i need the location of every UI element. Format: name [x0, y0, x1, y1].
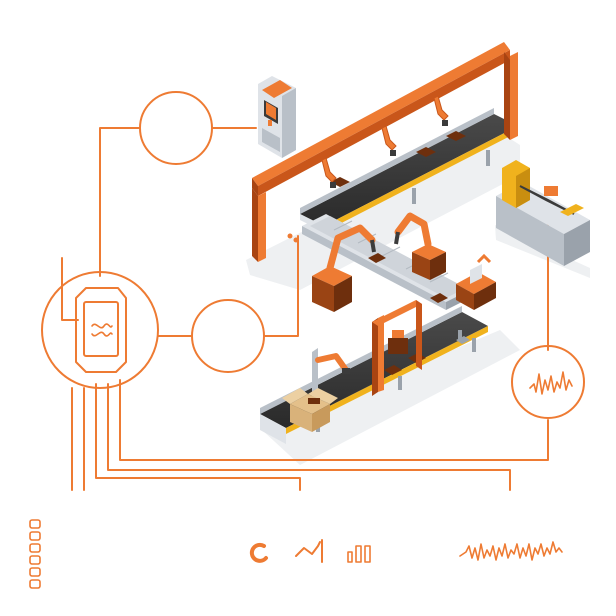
overhead-gantry	[252, 42, 518, 262]
small-workstation	[456, 253, 496, 310]
smartwatch-controller-icon	[75, 287, 127, 373]
robot-arm-left	[312, 224, 376, 312]
bar-chart-icon	[347, 545, 371, 563]
hub-circle-middle	[191, 299, 265, 373]
robot-arm-right	[394, 212, 446, 280]
cardboard-box	[282, 388, 338, 432]
conveyor-sensor	[456, 330, 470, 344]
waveform-monitor-ring	[511, 345, 585, 419]
line-trend-icon	[295, 539, 323, 563]
controller-ring	[41, 271, 159, 389]
refresh-arc-icon	[249, 542, 268, 563]
control-panel-kiosk	[258, 76, 296, 158]
cnc-lathe-machine	[496, 160, 590, 266]
inspection-gate	[372, 300, 422, 396]
waveform-icon	[529, 371, 573, 395]
waveform-icon	[459, 541, 563, 561]
status-led-column-icon	[29, 519, 41, 589]
connection-lines	[61, 127, 549, 491]
hub-circle-top	[139, 91, 213, 165]
